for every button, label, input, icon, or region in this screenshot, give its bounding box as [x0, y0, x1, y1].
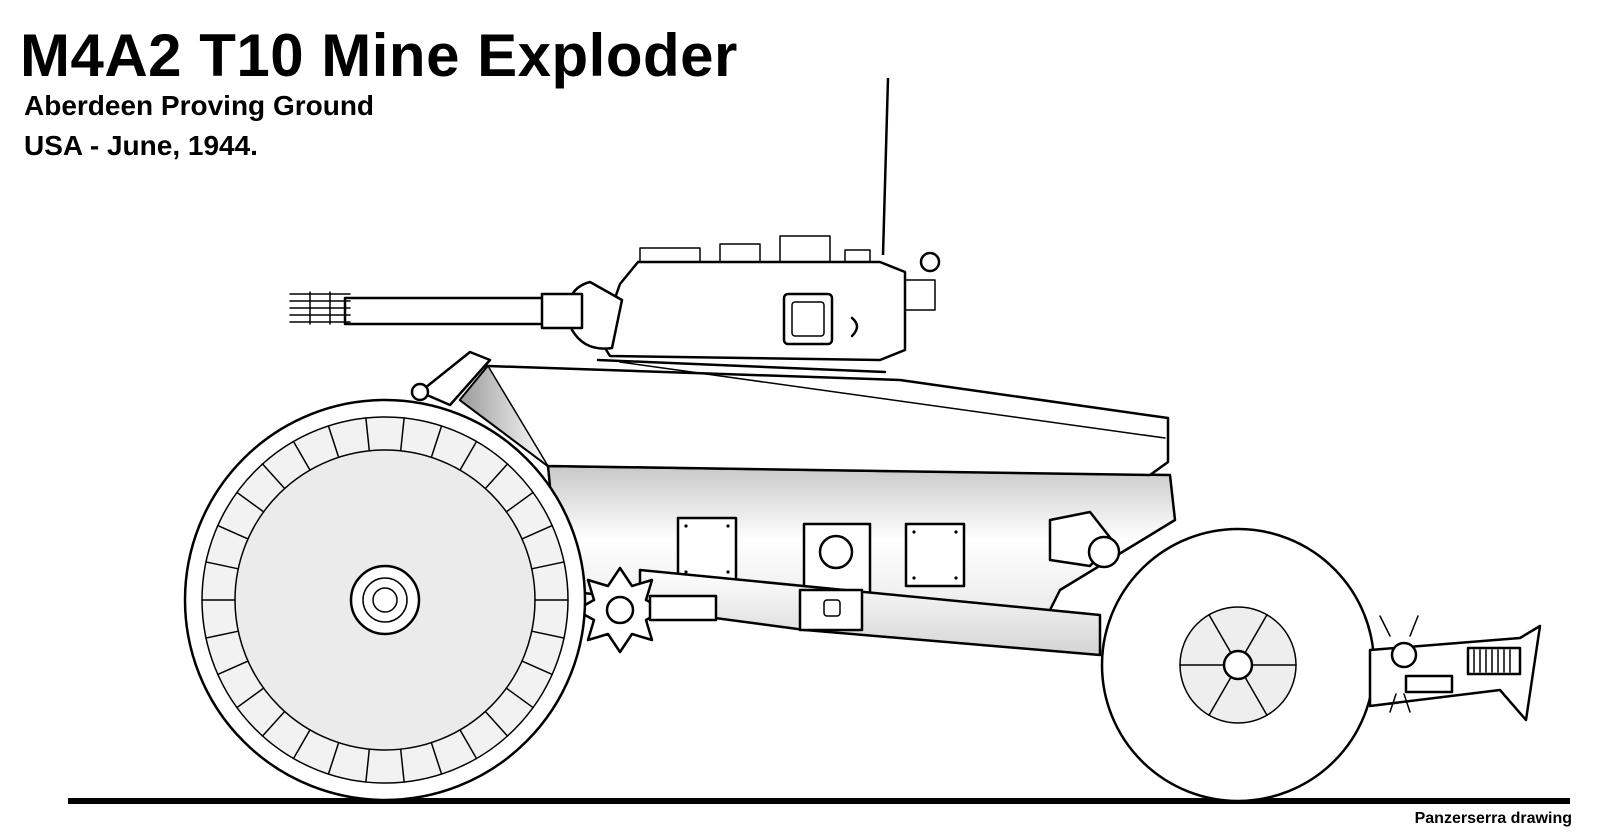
- rear-spring-coil: [1466, 646, 1522, 676]
- rear-outrigger-hub: [1390, 641, 1418, 669]
- disc-segment-line: [505, 491, 534, 513]
- disc-segment-line: [236, 491, 265, 513]
- disc-segment-line: [430, 425, 443, 459]
- location-subtitle: Aberdeen Proving Ground: [24, 90, 375, 121]
- date-subtitle: USA - June, 1944.: [24, 130, 258, 161]
- hull-side-shade: [459, 365, 549, 467]
- gun-barrel-collar: [540, 292, 584, 330]
- arm-mount-socket: [823, 599, 841, 617]
- disc-segment-line: [327, 425, 340, 459]
- disc-segment-line: [217, 660, 249, 676]
- front-exploder-disc: [183, 398, 587, 802]
- disc-segment-line: [399, 417, 405, 452]
- rear-wheel-spoke: [1208, 614, 1232, 654]
- disc-segment-line: [484, 463, 509, 490]
- turret-lifting-ring: [850, 316, 859, 338]
- disc-segment-line: [505, 687, 534, 709]
- spring-coil-lines: [1473, 649, 1511, 673]
- disc-segment-line: [365, 748, 371, 783]
- rear-wheel-spoke: [1244, 614, 1268, 654]
- disc-segment-line: [459, 729, 478, 760]
- turret-pistol-port-inner: [791, 301, 825, 337]
- drawing-credit: Panzerserra drawing: [1414, 810, 1572, 827]
- turret-ring: [596, 358, 887, 374]
- rear-wheel-spokes: [1179, 614, 1297, 716]
- front-yoke-link: [648, 594, 718, 622]
- disc-segment-line: [327, 741, 340, 775]
- disc-segment-line: [430, 741, 443, 775]
- rear-star-spikes: [1379, 615, 1419, 713]
- front-boom-bracket: [418, 350, 492, 407]
- disc-segment-line: [530, 630, 565, 639]
- turret: [598, 260, 907, 362]
- disc-segment-line: [205, 630, 240, 639]
- panel-rivets: [684, 524, 958, 580]
- antenna: [881, 77, 890, 256]
- front-star-hub-center: [605, 595, 635, 625]
- rear-outrigger-plate: [1404, 674, 1454, 694]
- disc-segments: [201, 417, 569, 783]
- upper-hull: [458, 364, 1170, 477]
- disc-segment-line: [236, 687, 265, 709]
- disc-segment-line: [521, 524, 553, 540]
- disc-segment-line: [521, 660, 553, 676]
- glacis-line: [619, 361, 1166, 439]
- arm-mount-block: [798, 588, 864, 632]
- turret-rear-fitting: [904, 279, 936, 311]
- disc-segment-line: [261, 710, 286, 737]
- disc-segment-line: [292, 440, 311, 471]
- drawing-title: M4A2 T10 Mine Exploder: [20, 22, 738, 89]
- disc-segment-line: [261, 463, 286, 490]
- disc-segment-line: [365, 417, 371, 452]
- disc-segment-line: [292, 729, 311, 760]
- disc-segment-line: [459, 440, 478, 471]
- disc-segment-line: [217, 524, 249, 540]
- rear-wheel-spoke: [1244, 676, 1268, 716]
- muzzle: [289, 291, 351, 325]
- cupola-periscope: [919, 251, 941, 273]
- rear-exploder-wheel: [1100, 527, 1376, 803]
- turret-pistol-port: [782, 292, 834, 346]
- disc-segment-line: [399, 748, 405, 783]
- disc-segment-line: [205, 561, 240, 570]
- turret-roof-fittings: [639, 235, 871, 263]
- front-bracket-pivot: [410, 382, 430, 402]
- rear-hull-bracket-pin: [1087, 535, 1121, 569]
- disc-segment-line: [484, 710, 509, 737]
- disc-segment-line: [530, 561, 565, 570]
- rear-wheel-spoke: [1208, 676, 1232, 716]
